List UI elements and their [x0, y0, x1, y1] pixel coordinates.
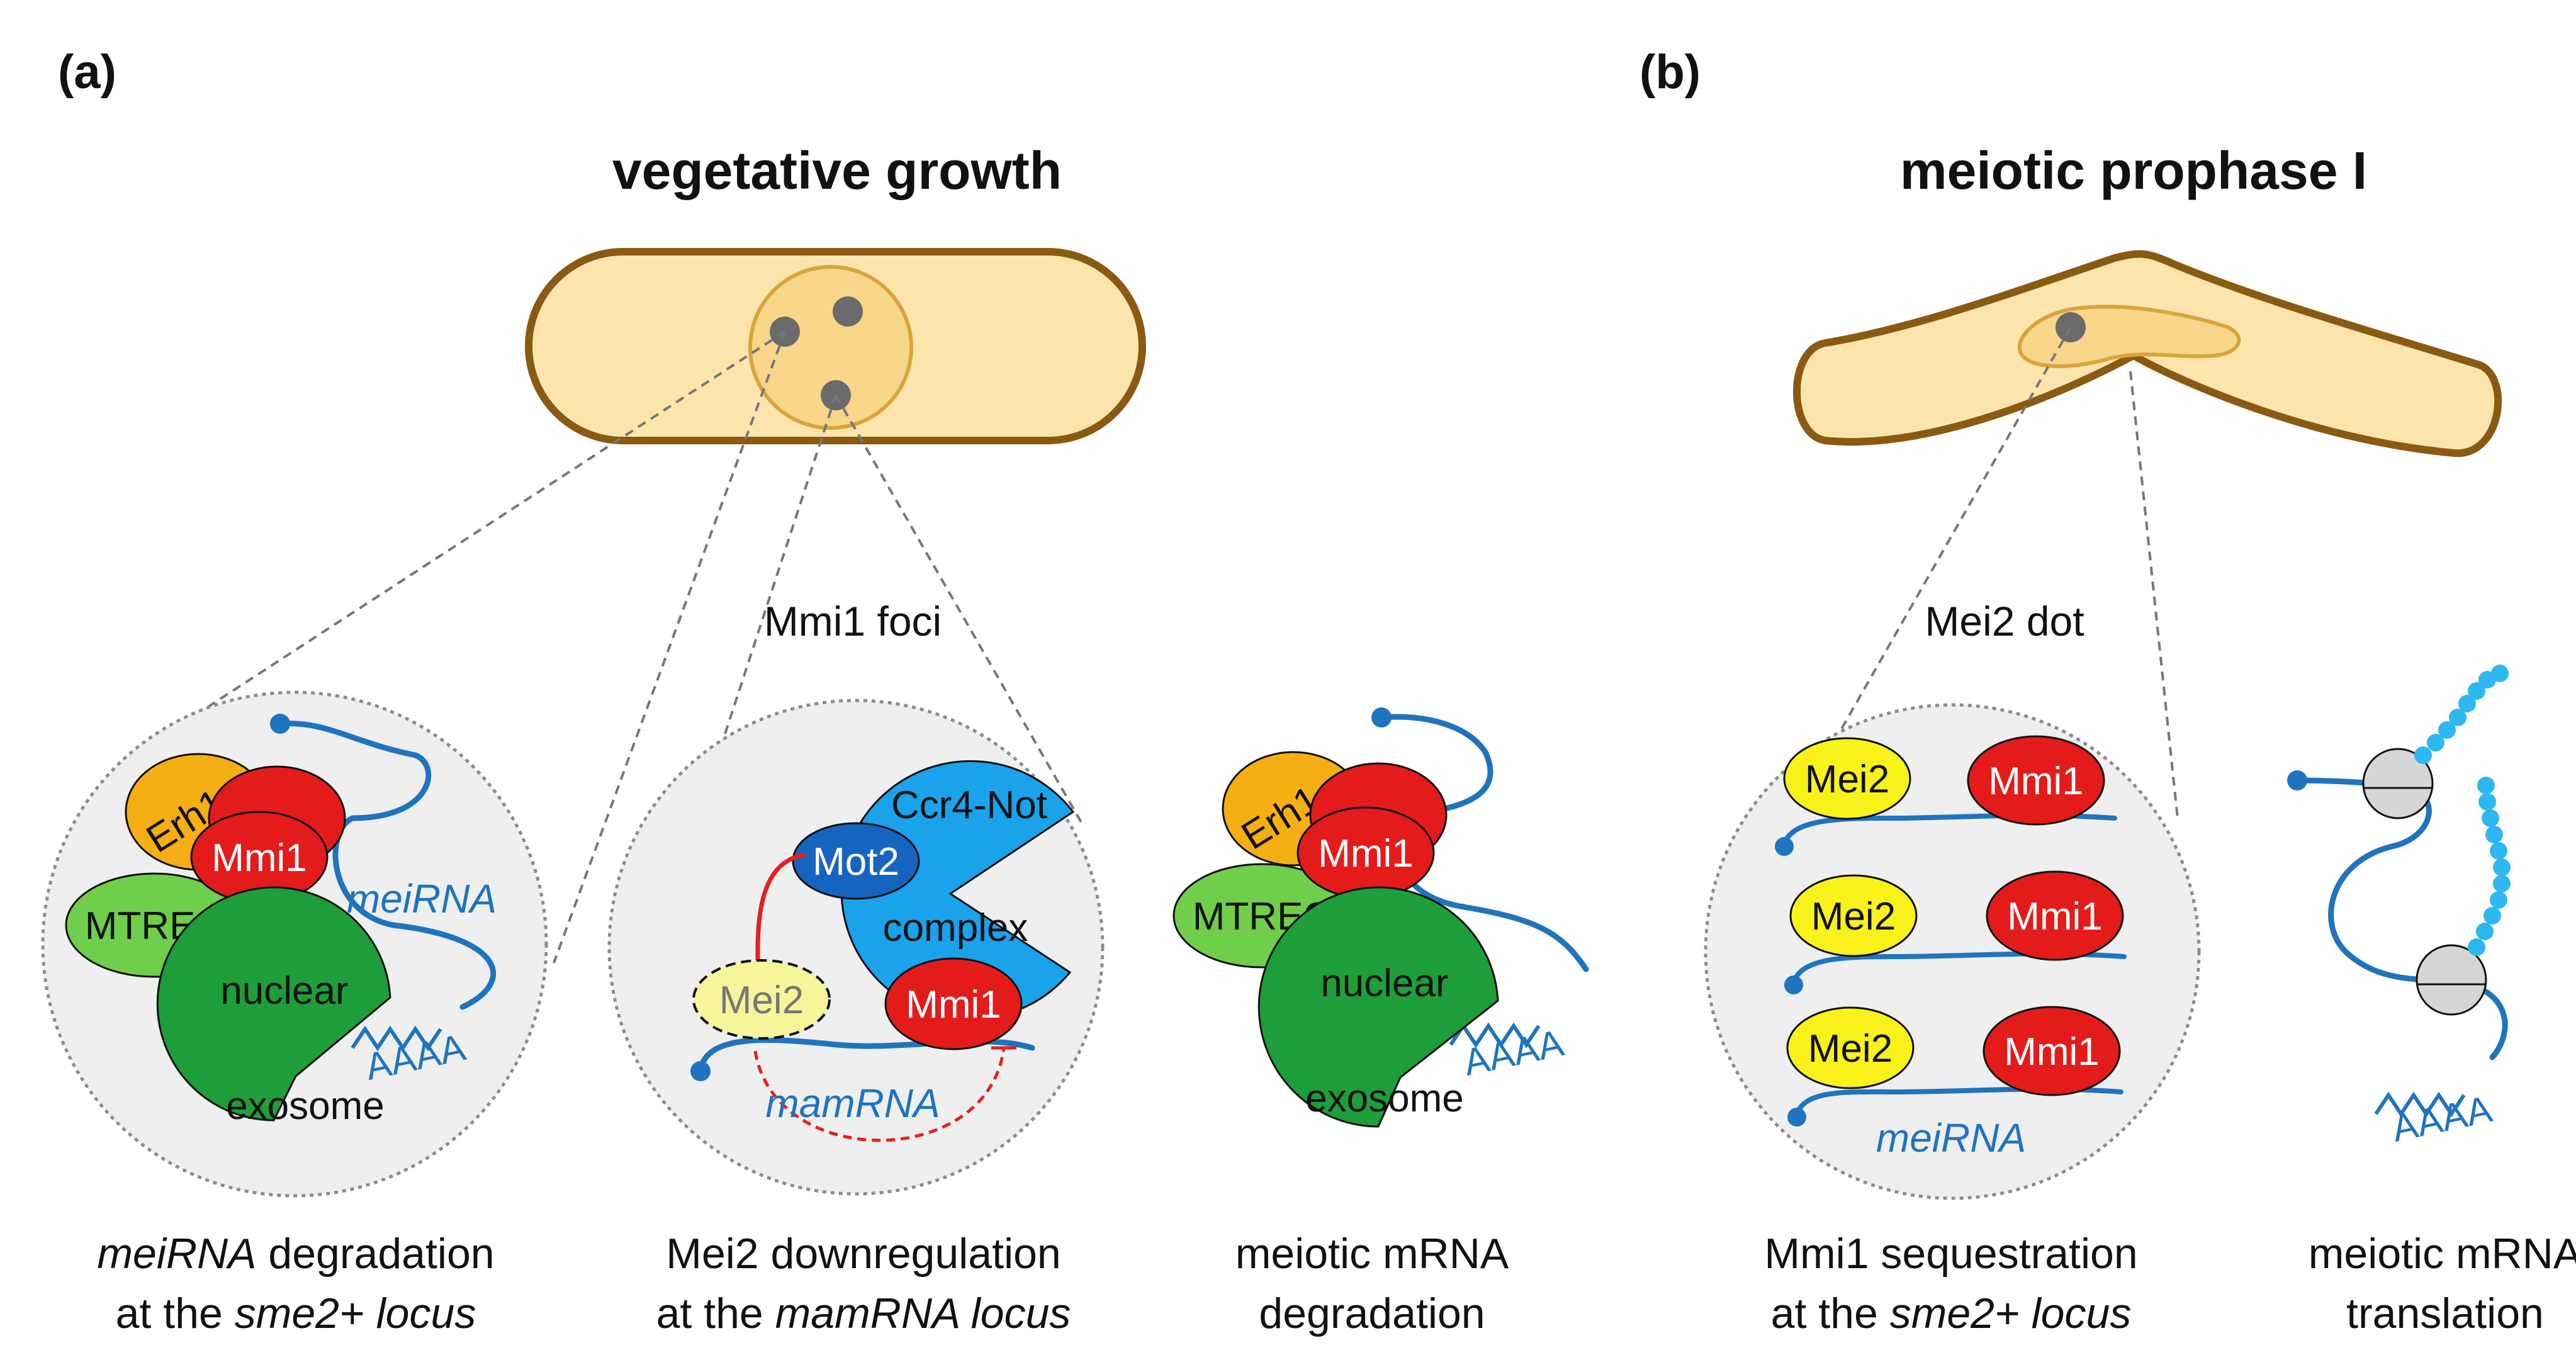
- feedback-dashed-arrow: [753, 1047, 1006, 1142]
- vegetative-cell: [525, 248, 1146, 444]
- meiotic-mrna-translation: AAAA: [2287, 665, 2511, 1150]
- polya-tail-squiggle: [1449, 1022, 1541, 1049]
- mamrna-label: mamRNA: [765, 1081, 940, 1126]
- zoom-circle-mei2-downregulation: Ccr4-Not Mot2 complex Mei2 Mmi1 mamRNA: [607, 699, 1105, 1196]
- panel-b-label: (b): [1640, 45, 1701, 99]
- meirna-label: meiRNA: [1876, 1115, 2026, 1161]
- mmi1-label-3: Mmi1: [2004, 1030, 2100, 1074]
- polya-tail-squiggle: [2374, 1091, 2466, 1118]
- rna-5prime-cap: [270, 714, 290, 734]
- polya-label: AAAA: [1460, 1021, 1568, 1084]
- mei2-label-3: Mei2: [1808, 1027, 1893, 1071]
- nucleus: [748, 265, 913, 430]
- caption-meiotic-mrna-translation-line1: meiotic mRNA: [2309, 1230, 2576, 1278]
- mmi1-label: Mmi1: [906, 983, 1001, 1026]
- mmi1-label: Mmi1: [211, 836, 307, 880]
- exosome-pacman-icon: [156, 886, 391, 1122]
- mei2-protein-1: [1783, 737, 1911, 820]
- rna-5prime-cap: [1371, 707, 1392, 728]
- mei2-protein-2: [1789, 874, 1918, 957]
- rna-5prime-cap: [1784, 976, 1803, 994]
- exosome-top-label: nuclear: [220, 969, 348, 1013]
- caption-mmi1-sequestration-line2: at the sme2+ locus: [1771, 1290, 2132, 1337]
- mmi1-label-1: Mmi1: [1988, 760, 2084, 803]
- caption-meirna-degradation-line1: meiRNA degradation: [97, 1230, 494, 1278]
- ribosome-icon: [2416, 944, 2487, 1016]
- mmi1-protein-1: [1967, 735, 2105, 826]
- mmi1-foci-label: Mmi1 foci: [764, 598, 942, 644]
- nascent-peptide-2: [2468, 777, 2511, 956]
- caption-meiotic-mrna-translation-line2: translation: [2346, 1290, 2544, 1337]
- inhibition-arrow-icon: [755, 852, 806, 979]
- meirna-label: meiRNA: [347, 876, 497, 921]
- mmi1-protein: [884, 957, 1023, 1050]
- rna-5prime-cap: [1787, 1108, 1806, 1127]
- rna-5prime-cap: [1775, 837, 1794, 856]
- caption-mei2-downregulation-line1: Mei2 downregulation: [666, 1230, 1061, 1278]
- caption-meiotic-mrna-degradation-line2: degradation: [1259, 1290, 1485, 1337]
- panel-a-label: (a): [58, 45, 116, 99]
- mot2-protein: [792, 822, 920, 900]
- mei2-protein-3: [1786, 1006, 1915, 1089]
- caption-mmi1-sequestration-line1: Mmi1 sequestration: [1764, 1230, 2137, 1278]
- mmi1-label: Mmi1: [1318, 832, 1414, 875]
- mmi1-protein-2: [1986, 870, 2124, 961]
- mei2-inhibited-label: Mei2: [719, 979, 804, 1022]
- translating-mrna-strand: [2294, 777, 2508, 1060]
- zoom-circle-meirna-degradation: Erh1 MTREC Mmi1 nuclear exosome meiRNA A…: [41, 690, 548, 1198]
- exosome-pacman-icon: [1257, 886, 1499, 1128]
- polya-tail-squiggle: [351, 1025, 442, 1052]
- panel-a-title: vegetative growth: [612, 141, 1062, 200]
- exosome-bottom-label: exosome: [1305, 1077, 1464, 1120]
- mmi1-focus-dot-2: [833, 296, 863, 327]
- mei2-inhibited-protein: [692, 959, 831, 1040]
- exosome-bottom-label: exosome: [226, 1084, 385, 1128]
- nascent-peptide-1: [2414, 665, 2509, 764]
- mei2-label-2: Mei2: [1811, 895, 1896, 938]
- caption-meirna-degradation-line2: at the sme2+ locus: [116, 1290, 476, 1337]
- exosome-top-label: nuclear: [1320, 962, 1448, 1005]
- mei2-dot-label: Mei2 dot: [1925, 598, 2084, 644]
- meiotic-mrna-degradation-complex: Erh1 MTREC Mmi1 nuclear exosome AAAA: [1173, 707, 1589, 1128]
- panel-b: (b) meiotic prophase I Mei2 dot Mei2 Mmi…: [1640, 45, 2576, 1337]
- complex-label: complex: [883, 906, 1028, 950]
- zoom-circle-mmi1-sequestration: Mei2 Mmi1 Mei2 Mmi1 Mei2 Mmi1 meiRNA: [1704, 703, 2201, 1200]
- mot2-label: Mot2: [813, 840, 899, 884]
- mmi1-protein-3: [1983, 1006, 2121, 1096]
- panel-b-title: meiotic prophase I: [1900, 141, 2367, 200]
- mmi1-label-2: Mmi1: [2007, 895, 2103, 938]
- caption-mei2-downregulation-line2: at the mamRNA locus: [656, 1290, 1071, 1337]
- rna-5prime-cap: [690, 1061, 711, 1081]
- ccr4-not-label: Ccr4-Not: [891, 784, 1047, 827]
- meirna-strand: [277, 721, 497, 1010]
- meiotic-cell: [1793, 250, 2502, 458]
- caption-meiotic-mrna-degradation-line1: meiotic mRNA: [1235, 1230, 1509, 1278]
- ribosome-icon: [2362, 748, 2434, 819]
- mei2-label-1: Mei2: [1805, 758, 1889, 801]
- polya-label: AAAA: [2388, 1088, 2496, 1150]
- rna-5prime-cap: [2287, 770, 2307, 790]
- panel-a: (a) vegetative growth Mmi1 foci Erh1: [41, 45, 1589, 1337]
